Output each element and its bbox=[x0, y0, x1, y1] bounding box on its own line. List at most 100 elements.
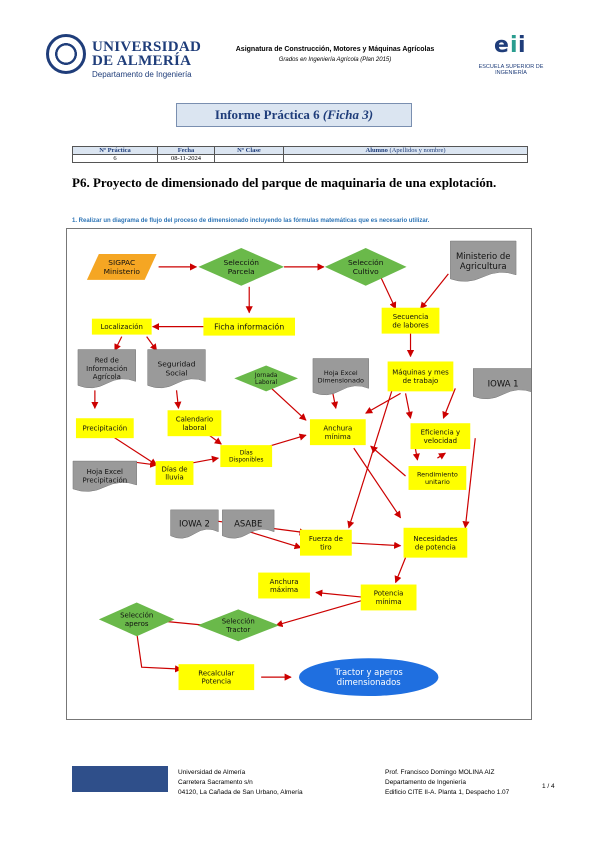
node-shape bbox=[360, 584, 417, 611]
section-heading: P6. Proyecto de dimensionado del parque … bbox=[72, 175, 497, 190]
node-shape bbox=[220, 445, 273, 468]
node-shape bbox=[473, 368, 531, 400]
node-label: Dimensionado bbox=[318, 377, 364, 385]
footer-left-line2: Carretera Sacramento s/n bbox=[178, 779, 253, 786]
node-label: Selección bbox=[120, 612, 153, 620]
node-label: Calendario bbox=[176, 415, 213, 423]
node-shape bbox=[91, 318, 152, 335]
node-label: Social bbox=[165, 369, 187, 378]
node-label: ASABE bbox=[234, 519, 262, 529]
node-label: SIGPAC bbox=[108, 258, 135, 267]
footer-contact: Prof. Francisco Domingo MOLINA AIZ Depar… bbox=[385, 768, 509, 798]
col-clase: Nº Clase bbox=[214, 146, 284, 155]
node-shape bbox=[324, 247, 407, 286]
practice-info-table: Nº Práctica Fecha Nº Clase Alumno (Apell… bbox=[72, 146, 528, 163]
node-label: Días bbox=[240, 450, 253, 457]
footer-left-line1: Universidad de Almería bbox=[178, 769, 246, 776]
node-shape bbox=[75, 418, 134, 439]
col-practica: Nº Práctica bbox=[72, 146, 158, 155]
node-shape bbox=[222, 509, 275, 539]
question-1: 1. Realizar un diagrama de flujo del pro… bbox=[72, 218, 430, 224]
node-label: Selección bbox=[223, 258, 259, 267]
node-label: Selección bbox=[348, 258, 384, 267]
node-label: mínima bbox=[376, 598, 402, 606]
node-label: Cultivo bbox=[353, 267, 379, 276]
node-shape bbox=[147, 349, 206, 389]
node-label: Secuencia bbox=[393, 313, 429, 321]
node-label: aperos bbox=[125, 620, 149, 628]
node-shape bbox=[72, 460, 137, 492]
node-shape bbox=[403, 527, 468, 558]
node-label: de trabajo bbox=[403, 377, 439, 385]
node-shape bbox=[258, 572, 310, 599]
node-label: Días de bbox=[161, 465, 187, 473]
node-shape bbox=[155, 461, 194, 485]
node-shape bbox=[299, 529, 352, 556]
node-shape bbox=[170, 509, 219, 539]
footer-address: Universidad de Almería Carretera Sacrame… bbox=[178, 768, 303, 798]
node-label: Parcela bbox=[228, 267, 255, 276]
subject-name: Asignatura de Construcción, Motores y Má… bbox=[235, 46, 435, 53]
node-label: Ficha información bbox=[214, 321, 284, 331]
table-row: 6 08-11-2024 bbox=[72, 154, 528, 163]
node-label: Información bbox=[86, 365, 127, 373]
university-seal-logo bbox=[46, 34, 86, 74]
node-label: IOWA 2 bbox=[179, 519, 210, 529]
footer-right-line1: Prof. Francisco Domingo MOLINA AIZ bbox=[385, 769, 495, 776]
university-name: UNIVERSIDAD DE ALMERÍA bbox=[92, 39, 202, 69]
node-shape bbox=[299, 658, 439, 697]
node-asabe: ASABE bbox=[222, 509, 275, 539]
footer-right-line3: Edificio CITE II-A. Planta 1, Despacho 1… bbox=[385, 789, 510, 796]
node-label: Laboral bbox=[255, 379, 278, 386]
node-label: Red de bbox=[95, 357, 119, 365]
table-header-row: Nº Práctica Fecha Nº Clase Alumno (Apell… bbox=[72, 146, 528, 155]
node-label: Tractor bbox=[225, 626, 250, 634]
node-label: velocidad bbox=[424, 437, 457, 445]
node-label: Disponibles bbox=[229, 457, 263, 464]
department-name: Departamento de Ingeniería bbox=[92, 70, 192, 79]
svg-text:i: i bbox=[518, 33, 526, 58]
node-label: IOWA 1 bbox=[488, 378, 519, 388]
university-name-line2: DE ALMERÍA bbox=[92, 53, 192, 69]
report-title-italic: (Ficha 3) bbox=[322, 107, 374, 122]
page-number: 1 / 4 bbox=[542, 783, 555, 790]
node-shape bbox=[234, 365, 299, 392]
cell-fecha: 08-11-2024 bbox=[157, 154, 215, 163]
node-label: mínima bbox=[325, 433, 351, 441]
footer-color-bar bbox=[72, 766, 168, 792]
university-name-line1: UNIVERSIDAD bbox=[92, 39, 202, 55]
node-label: Precipitación bbox=[83, 477, 128, 485]
footer-left-line3: 04120, La Cañada de San Urbano, Almería bbox=[178, 789, 303, 796]
node-label: unitario bbox=[425, 478, 450, 486]
svg-text:i: i bbox=[510, 33, 518, 58]
node-label: Máquinas y mes bbox=[392, 369, 449, 377]
eii-logo-text: ESCUELA SUPERIOR DE INGENIERÍA bbox=[478, 64, 544, 76]
node-label: Localización bbox=[101, 323, 143, 331]
node-label: Rendimiento bbox=[417, 470, 458, 478]
node-label: Fuerza de bbox=[309, 535, 343, 543]
report-title: Informe Práctica 6 (Ficha 3) bbox=[176, 103, 412, 127]
flowchart-diagram: SIGPACMinisterioSelecciónParcelaSelecció… bbox=[66, 228, 532, 720]
node-label: tiro bbox=[320, 543, 332, 551]
node-label: Recalcular bbox=[198, 669, 234, 677]
cell-clase bbox=[214, 154, 284, 163]
degree-name: Grados en Ingeniería Agrícola (Plan 2015… bbox=[278, 57, 392, 63]
node-shape bbox=[167, 410, 222, 437]
node-shape bbox=[387, 361, 454, 392]
